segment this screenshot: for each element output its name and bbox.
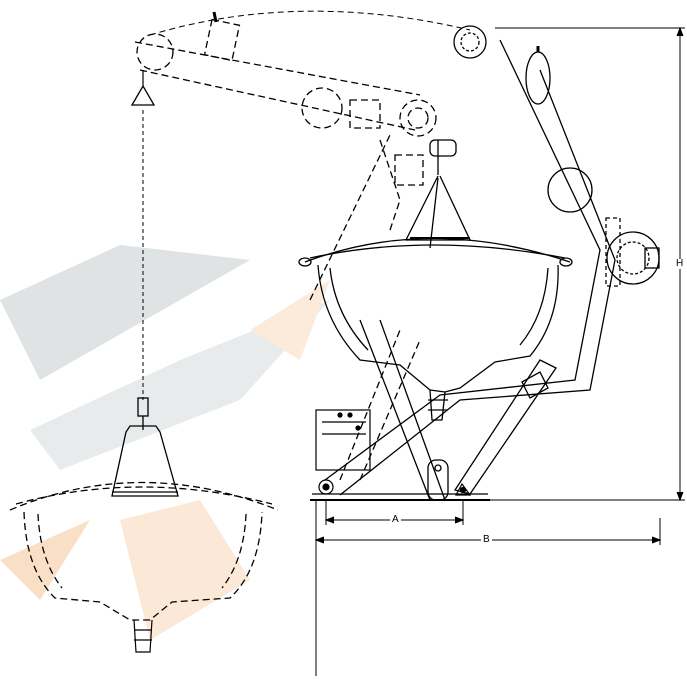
stowed-lifeboat [298, 237, 573, 421]
dimension-a-label: A [390, 514, 401, 525]
control-box [315, 409, 371, 471]
stowed-release-hook [404, 139, 472, 249]
lowered-keel [133, 619, 153, 653]
outboard-davit-arm [134, 11, 437, 481]
dimension-h-label: H [674, 258, 686, 269]
outboard-block [130, 84, 156, 106]
top-pulley [453, 25, 487, 59]
dimension-lines [314, 26, 685, 676]
accumulator [525, 51, 551, 105]
swing-arc [149, 10, 471, 36]
watermark [0, 245, 330, 640]
lowered-lifeboat [9, 481, 279, 621]
lowered-release-hook [111, 397, 179, 497]
stowed-davit-arm [324, 25, 660, 501]
dimension-b-label: B [481, 534, 492, 545]
